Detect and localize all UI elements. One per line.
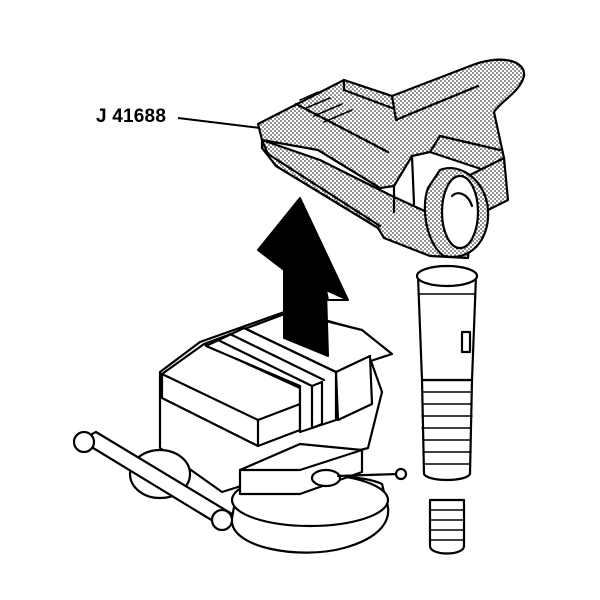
callout-leader [177, 117, 261, 129]
tool-callout-label: J 41688 [96, 106, 167, 127]
lift-arrow [257, 197, 349, 357]
ball-joint-tool [256, 58, 526, 260]
socket-extension [415, 264, 479, 555]
bench-vise [72, 308, 408, 554]
